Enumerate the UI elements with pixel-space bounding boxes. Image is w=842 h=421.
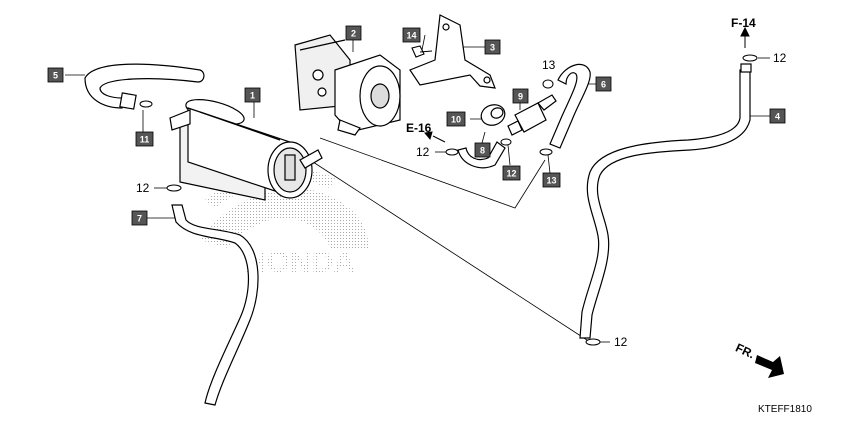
- svg-text:2: 2: [351, 29, 356, 39]
- callout-2: 2: [345, 25, 362, 41]
- callout-10: 10: [446, 111, 466, 127]
- filter-part-9: [507, 94, 557, 136]
- tube-part-4: [579, 63, 752, 339]
- reference-arrows: [424, 26, 750, 143]
- honda-wing-watermark: HONDA: [200, 169, 369, 279]
- front-marker-label: FR.: [733, 341, 756, 362]
- tube-part-8: [457, 141, 506, 169]
- watermark-text: HONDA: [245, 246, 355, 279]
- label-13: 13: [542, 58, 556, 72]
- bracket-part-3: [409, 14, 496, 89]
- svg-text:12: 12: [506, 169, 516, 179]
- tube-part-7: [171, 204, 259, 406]
- clamp-icon: [742, 54, 758, 62]
- tube-part-6: [549, 63, 591, 149]
- callout-14: 14: [402, 27, 421, 43]
- clamp-icon: [585, 338, 601, 346]
- callout-1: 1: [244, 87, 261, 103]
- svg-text:5: 5: [53, 71, 58, 81]
- ref-e16: E-16: [406, 121, 432, 135]
- diagram-code: KTEFF1810: [758, 404, 812, 415]
- callout-3: 3: [484, 39, 501, 55]
- clamp-icon: [500, 138, 512, 146]
- clamp-icon: [445, 148, 459, 156]
- clamp-icon: [139, 100, 153, 108]
- callout-8: 8: [474, 142, 491, 158]
- clamp-icon: [166, 184, 182, 192]
- valve-part-2: [294, 34, 401, 136]
- front-arrow-icon: FR.: [733, 341, 784, 378]
- label-12: 12: [416, 145, 430, 159]
- svg-text:7: 7: [137, 214, 142, 224]
- tube-part-5: [84, 63, 205, 110]
- callout-5: 5: [47, 67, 64, 83]
- callout-11: 11: [135, 131, 154, 147]
- callout-7: 7: [131, 210, 148, 226]
- bolt-part-14: [411, 45, 433, 58]
- callout-12: 12: [502, 165, 521, 181]
- canister-part-1: [169, 99, 323, 201]
- callout-13: 13: [542, 172, 561, 188]
- label-12: 12: [136, 181, 150, 195]
- clamp-icon: [539, 148, 553, 156]
- clamp-icon: [542, 79, 554, 89]
- svg-text:6: 6: [601, 80, 606, 90]
- callout-6: 6: [595, 76, 612, 92]
- ref-f14: F-14: [731, 16, 756, 30]
- svg-text:3: 3: [490, 43, 495, 53]
- callout-9: 9: [512, 88, 529, 104]
- svg-text:14: 14: [406, 31, 416, 41]
- label-12: 12: [773, 51, 787, 65]
- svg-text:11: 11: [140, 135, 150, 145]
- cap-part-10: [480, 104, 506, 126]
- svg-text:8: 8: [480, 146, 485, 156]
- svg-text:9: 9: [518, 92, 523, 102]
- clamps: [139, 54, 758, 346]
- svg-text:13: 13: [546, 176, 556, 186]
- svg-text:10: 10: [451, 115, 461, 125]
- svg-text:4: 4: [775, 112, 780, 122]
- label-12: 12: [614, 335, 628, 349]
- svg-text:1: 1: [250, 91, 255, 101]
- callout-4: 4: [769, 108, 786, 124]
